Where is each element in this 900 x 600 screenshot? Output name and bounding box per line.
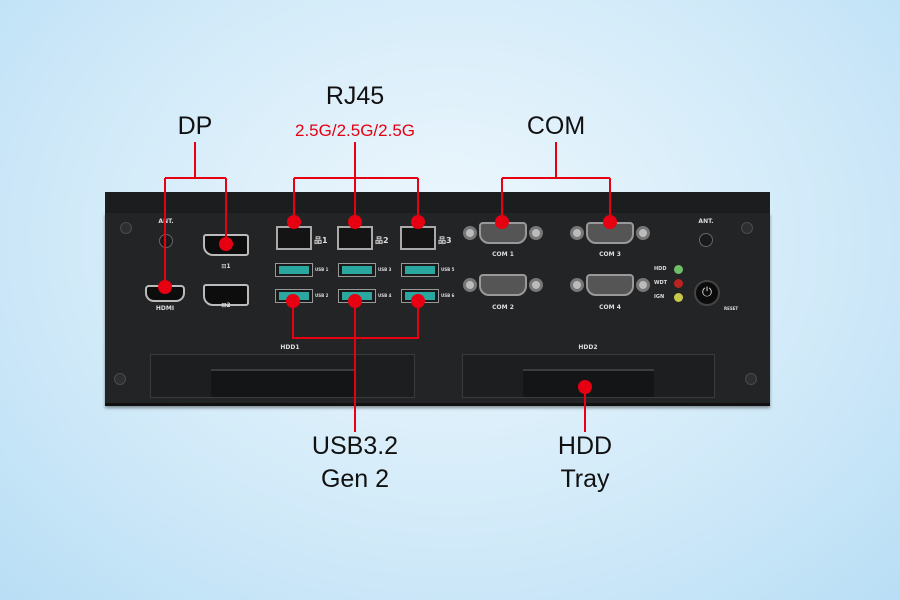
led-label-ign: IGN [654,294,665,300]
hdd1-tray[interactable] [150,354,415,398]
network-icon: 品 [438,236,446,245]
power-icon: ⏻ [701,285,713,300]
screw-icon [741,222,753,234]
com4-label: COM 4 [599,304,621,311]
com1-label: COM 1 [492,251,514,258]
usb-label: USB 3 [378,267,392,272]
hdd1-label: HDD1 [280,344,300,351]
com-callout: COM [526,112,586,140]
antenna-port-right [699,233,713,247]
usb-label: USB 1 [315,267,329,272]
power-button[interactable]: ⏻ [694,280,720,306]
usb-label: USB 5 [441,267,455,272]
usb-port-1 [275,263,313,277]
hdd-callout-line1: HDD [557,432,613,460]
led-label-hdd: HDD [654,266,667,272]
dp-port-2 [203,284,249,306]
led-label-wdt: WDT [654,280,668,286]
rj45-speed-callout: 2.5G/2.5G/2.5G [294,121,416,140]
wdt-led [674,279,683,288]
dp1-label: ⊡1 [221,263,231,270]
com3-label: COM 3 [599,251,621,258]
usb-label: USB 6 [441,293,455,298]
reset-button[interactable]: RESET [724,306,739,311]
rj45-callout: RJ45 [325,82,385,110]
usb-callout-line2: Gen 2 [320,465,390,493]
network-icon: 品 [375,236,383,245]
lan-port-2 [337,226,373,250]
hdd2-label: HDD2 [578,344,598,351]
screw-icon [120,222,132,234]
dp2-label: ⊡2 [221,302,231,309]
lan-label-1: 品1 [314,236,328,245]
usb-label: USB 4 [378,293,392,298]
hdd-led [674,265,683,274]
lan-label-2: 品2 [375,236,389,245]
hdd-callout-line2: Tray [560,465,610,493]
screw-icon [114,373,126,385]
dp-callout: DP [177,112,213,140]
usb-port-3 [338,263,376,277]
chassis-top [105,192,770,214]
usb-port-5 [401,263,439,277]
usb-label: USB 2 [315,293,329,298]
ant-label-right: ANT. [698,218,714,225]
network-icon: 品 [314,236,322,245]
com-port-4 [570,274,650,296]
usb-callout-line1: USB3.2 [311,432,399,460]
screw-icon [745,373,757,385]
com2-label: COM 2 [492,304,514,311]
hdmi-label: HDMI [155,305,175,312]
com-port-2 [463,274,543,296]
ign-led [674,293,683,302]
lan-label-3: 品3 [438,236,452,245]
